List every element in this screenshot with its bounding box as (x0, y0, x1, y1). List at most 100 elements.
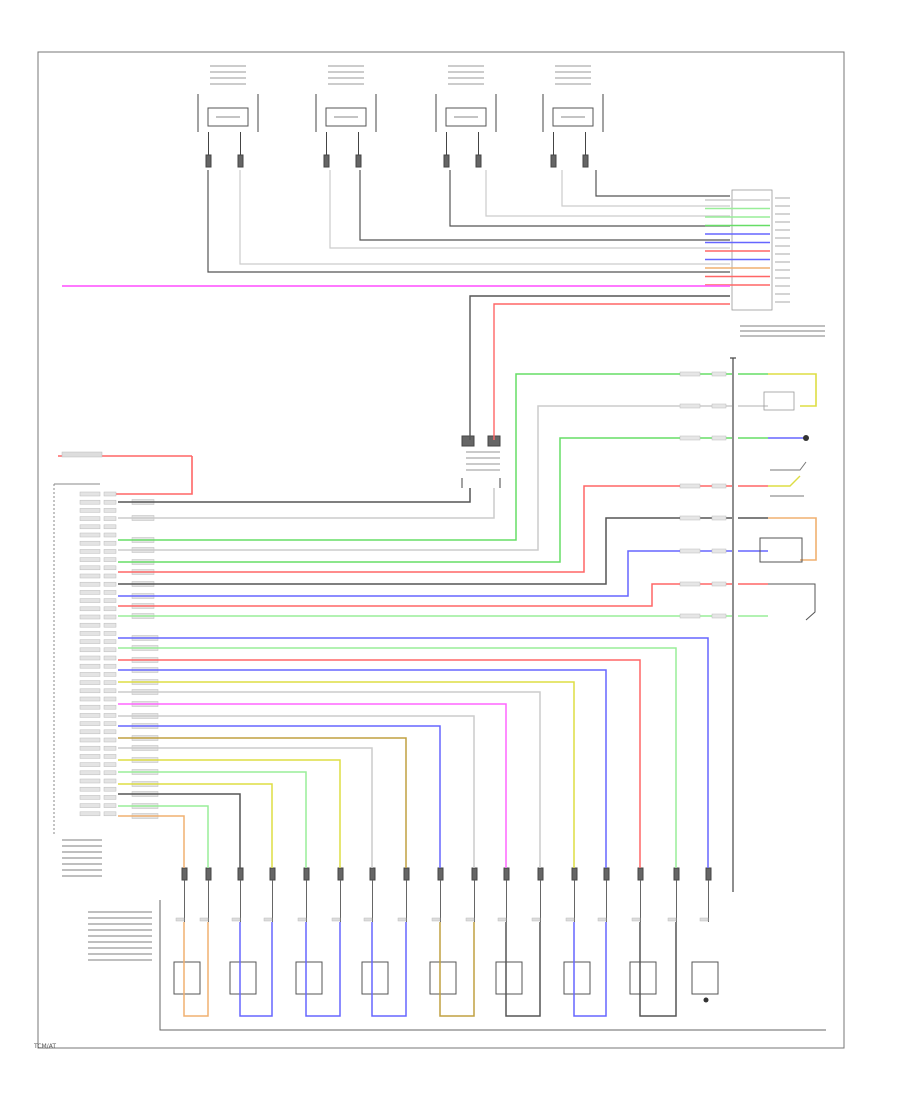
solenoid-connector-pin (205, 867, 212, 881)
tcm-pin-label (79, 499, 101, 505)
tcm-wire (118, 771, 307, 868)
tcm-pin-number (103, 516, 117, 521)
wire-label (679, 403, 701, 409)
tcm-wire (118, 373, 680, 541)
sensor-bracket (542, 94, 604, 132)
tcm-wire (118, 488, 495, 519)
tcm-pin-label (79, 508, 101, 513)
solenoid-body (563, 961, 591, 995)
pin-label (711, 435, 727, 441)
pin-label (597, 917, 607, 922)
tcm-wire (118, 669, 607, 868)
pin-label (531, 917, 541, 922)
solenoid-connector-pin (237, 867, 244, 881)
solenoid (173, 922, 209, 1017)
tcm-pin-label (79, 721, 101, 726)
solenoid-connector-pin (503, 867, 510, 881)
wire-label (679, 371, 701, 377)
tcm-pin-number (103, 573, 117, 579)
tcm-pin-label (79, 614, 101, 620)
solenoid (429, 922, 475, 1017)
solenoid-connector-pin (181, 867, 188, 881)
tcm-wire (118, 725, 441, 868)
footer-code: TCM/AT (34, 1043, 57, 1050)
wire (493, 303, 730, 440)
tcm-wire (118, 715, 475, 868)
power-wire (104, 456, 193, 495)
sensor-body (691, 961, 719, 995)
solenoid-connector-pin (471, 867, 478, 881)
tcm-pin-label (79, 688, 101, 694)
tcm-wire (118, 703, 507, 868)
top-sensor-group (197, 65, 604, 168)
solenoid-connector-pin (303, 867, 310, 881)
sensor-wire (485, 170, 730, 217)
wire-label (679, 581, 701, 587)
tcm-pin-number (103, 762, 117, 767)
wheel-speed-sensor (197, 65, 259, 168)
sensor-body (445, 107, 487, 127)
tcm-wire (118, 550, 680, 597)
page-frame (37, 51, 845, 1049)
tcm-pin-label (79, 803, 101, 808)
solenoid-body (361, 961, 389, 995)
tcm-pin-number (103, 803, 117, 808)
solenoid-connector-pin (269, 867, 276, 881)
solenoid-group (88, 867, 826, 1031)
tcm-pin-number (103, 639, 117, 644)
joint-pin (461, 435, 475, 447)
wire (469, 295, 730, 440)
tcm-pin-label (79, 770, 101, 776)
tcm-pin-number (103, 631, 117, 636)
tcm-pin-number (103, 795, 117, 800)
tcm-pin-block (53, 451, 193, 877)
tcm-pin-label (79, 516, 101, 521)
solenoid-loop (505, 922, 541, 1017)
tcm-pin-label (79, 762, 101, 767)
tcm-pin-number (103, 745, 117, 751)
solenoid-connector-pin (705, 867, 712, 881)
tcm-pin-label (79, 581, 101, 587)
tcm-pin-number (103, 778, 117, 784)
component-wire (768, 517, 817, 561)
tcm-pin-number (103, 606, 117, 612)
switch-terminal (803, 435, 809, 441)
tcm-pin-label (79, 491, 101, 497)
tcm-wire (118, 659, 641, 868)
sensor-wire (595, 170, 730, 197)
tcm-wire (118, 517, 680, 585)
pin-label (297, 917, 307, 922)
tcm-pin-label (79, 573, 101, 579)
tcm-pin-label (79, 737, 101, 743)
tcm-pin-number (103, 770, 117, 776)
sensor-wire (329, 170, 730, 249)
tcm-pin-label (79, 663, 101, 669)
switch-wire (768, 373, 817, 407)
tcm-pin-number (103, 754, 117, 759)
sensor-body (325, 107, 367, 127)
tcm-wire (118, 805, 209, 868)
sensor-wire (239, 170, 730, 265)
ground-wire (768, 583, 816, 621)
sensor-bracket (197, 94, 259, 132)
solenoid (361, 922, 407, 1017)
tcm-wire (118, 783, 273, 868)
pin-label (711, 371, 727, 377)
ground-rail (159, 900, 826, 1031)
solenoid (563, 922, 607, 1017)
pin-label (711, 581, 727, 587)
joint-bracket (461, 478, 501, 488)
pin-label (565, 917, 575, 922)
tcm-pin-number (103, 786, 117, 792)
solenoid-body (229, 961, 257, 995)
tcm-pin-number (103, 557, 117, 562)
pin-label (711, 483, 727, 489)
wire-label (679, 548, 701, 554)
solenoid-connector-pin (369, 867, 376, 881)
tcm-pin-label (79, 680, 101, 685)
sensor-bracket (315, 94, 377, 132)
sensor-bracket (435, 94, 497, 132)
switch-body (763, 391, 795, 411)
switch-contact (770, 461, 807, 497)
pin-label (711, 548, 727, 554)
